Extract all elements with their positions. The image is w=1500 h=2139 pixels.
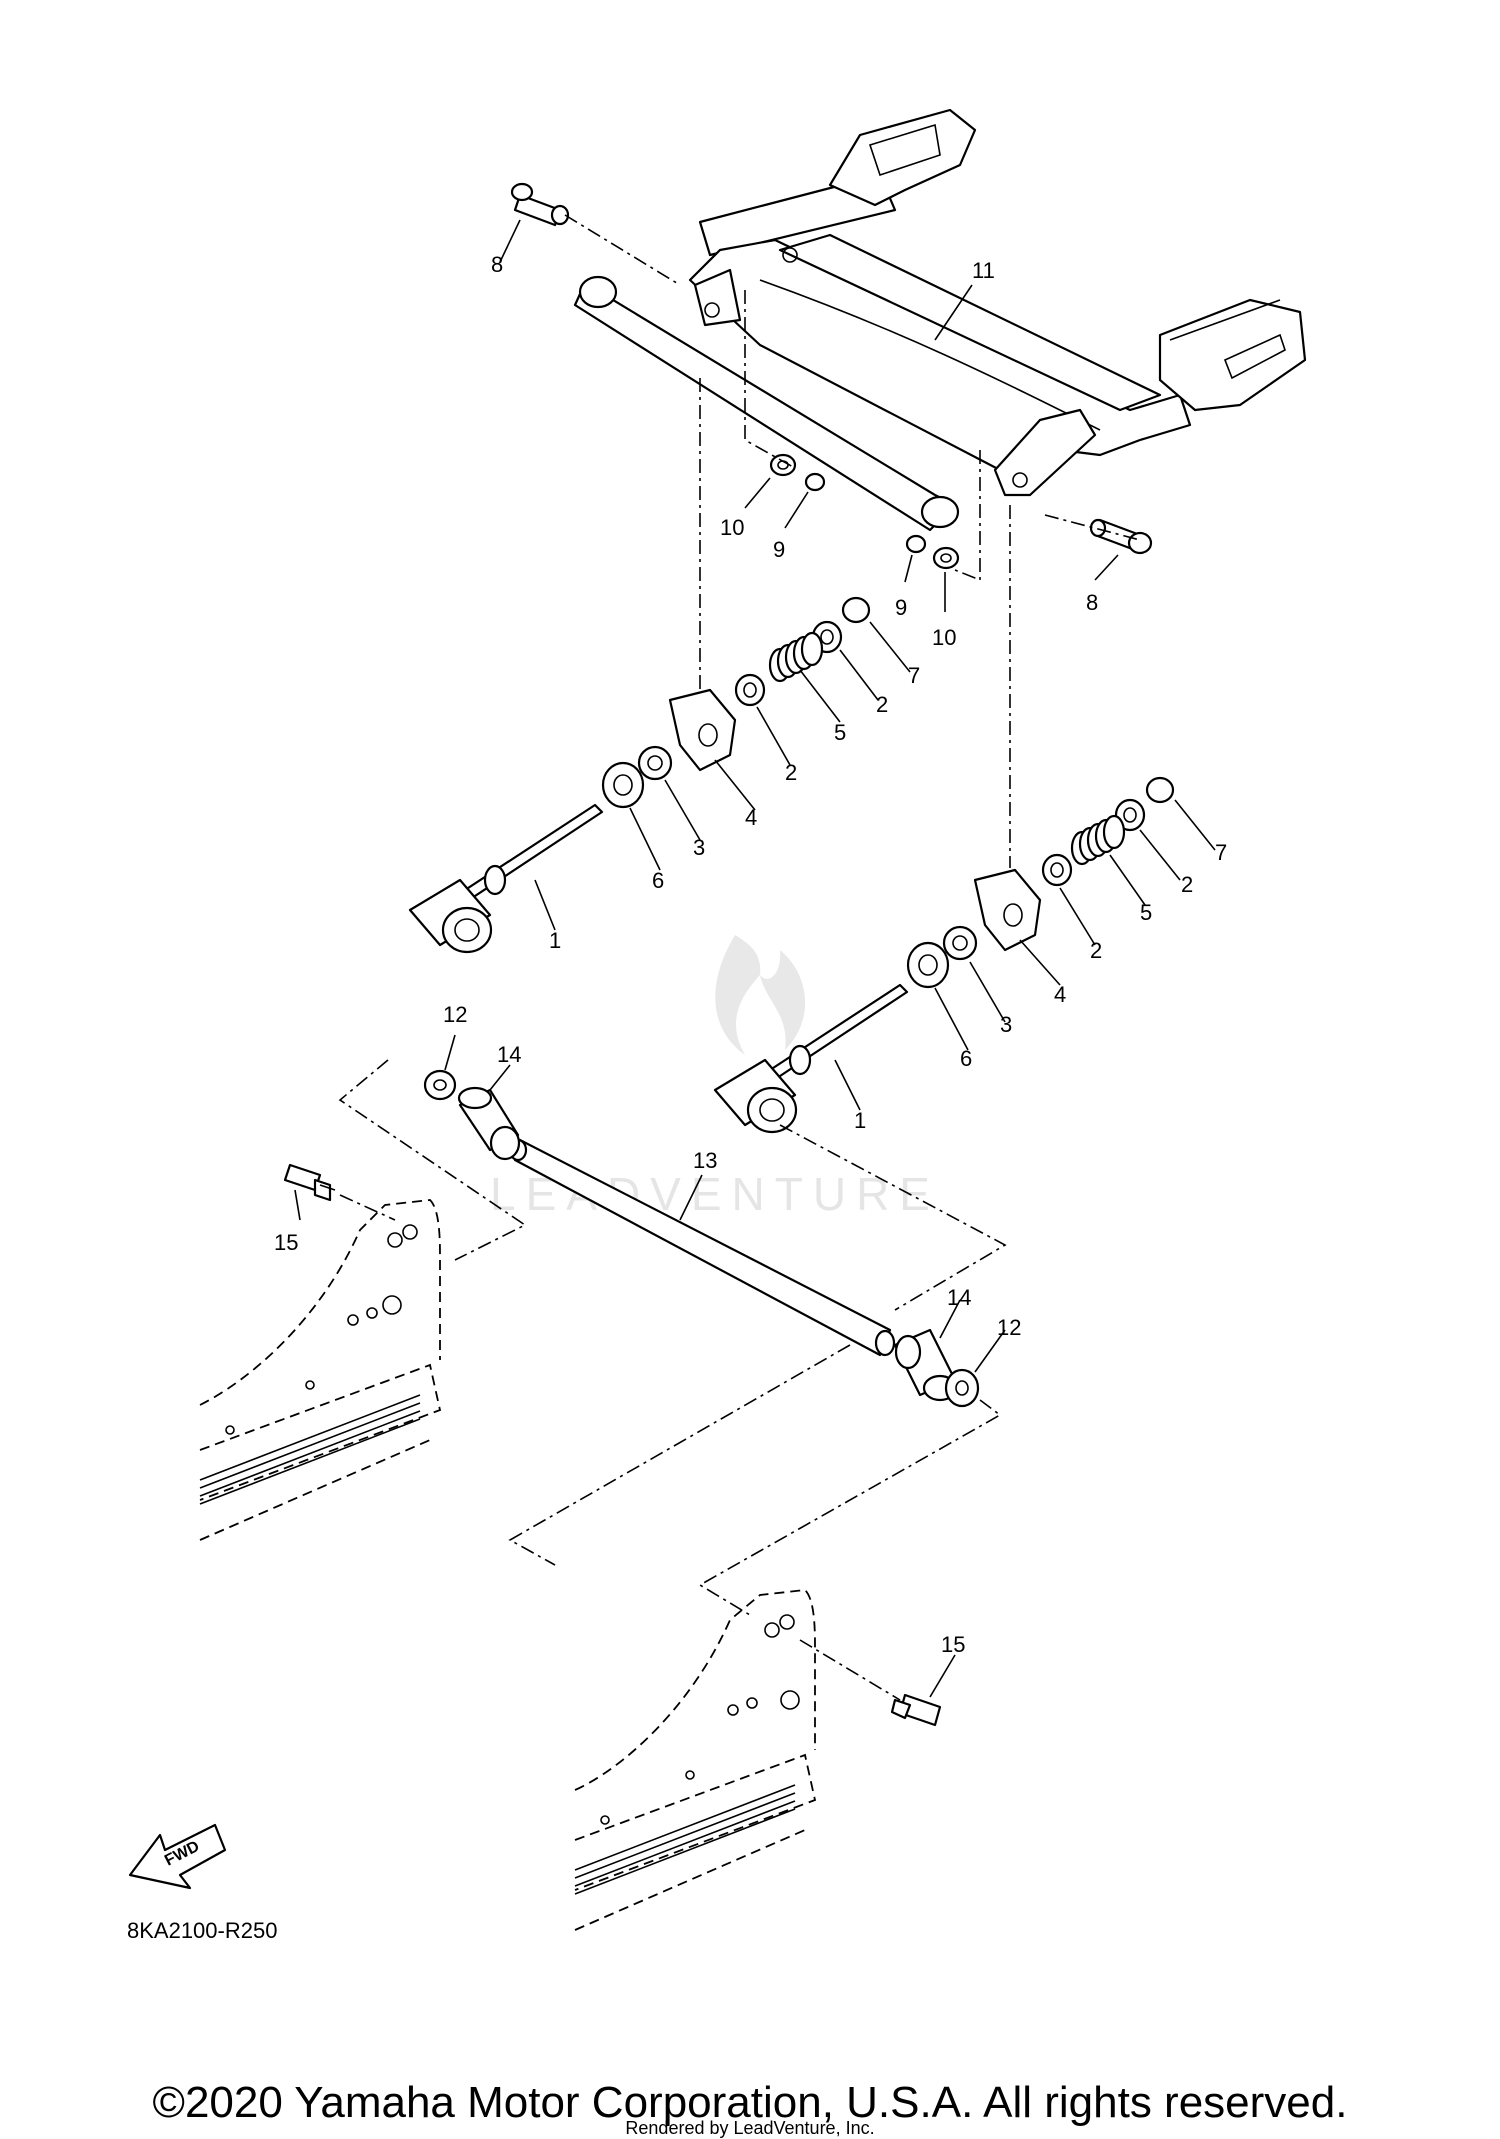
side-frame-left xyxy=(199,1199,442,1541)
callout-2: 2 xyxy=(1181,872,1193,897)
spring-5-upper xyxy=(768,631,824,683)
upper-bracket xyxy=(828,108,977,207)
block-4-lower xyxy=(973,868,1042,952)
callout-1: 1 xyxy=(854,1108,866,1133)
callout-7: 7 xyxy=(1215,840,1227,865)
washer-10-left xyxy=(769,453,797,477)
rendered-by: Rendered by LeadVenture, Inc. xyxy=(625,2118,875,2138)
rear-arm-assembly xyxy=(573,108,1307,532)
rod-group-lower xyxy=(713,776,1175,1134)
callout-4: 4 xyxy=(1054,982,1066,1007)
callout-15: 15 xyxy=(941,1632,965,1657)
callout-3: 3 xyxy=(1000,1012,1012,1037)
right-bracket xyxy=(1158,298,1307,412)
pivot-bolt-left xyxy=(510,182,570,227)
leader-lines xyxy=(294,219,1216,1698)
callout-4: 4 xyxy=(745,805,757,830)
washer-10-right xyxy=(932,546,960,570)
washer-12-left xyxy=(423,1069,457,1101)
rod-group-upper xyxy=(408,596,871,954)
callout-12: 12 xyxy=(443,1002,467,1027)
callout-12: 12 xyxy=(997,1315,1021,1340)
washer-12-right xyxy=(944,1368,980,1408)
collar-14-right xyxy=(893,1328,958,1402)
assembly-lines xyxy=(338,214,1141,1701)
copyright-notice: ©2020 Yamaha Motor Corporation, U.S.A. A… xyxy=(152,2078,1348,2127)
pivot-bolt-right xyxy=(1089,518,1153,555)
callout-11: 11 xyxy=(972,258,995,283)
callout-8: 8 xyxy=(491,252,503,277)
callouts: 8 11 10 9 8 9 10 7 2 5 2 4 3 6 1 7 2 5 2… xyxy=(274,252,1227,1657)
callout-9: 9 xyxy=(773,537,785,562)
block-4-upper xyxy=(668,688,737,772)
spring-5-lower xyxy=(1070,814,1126,866)
callout-14: 14 xyxy=(947,1285,971,1310)
callout-3: 3 xyxy=(693,835,705,860)
cross-plate xyxy=(688,238,1192,472)
callout-1: 1 xyxy=(549,928,561,953)
callout-9: 9 xyxy=(895,595,907,620)
callout-5: 5 xyxy=(834,720,846,745)
clip-9-right xyxy=(905,534,927,554)
callout-2: 2 xyxy=(876,692,888,717)
callout-2: 2 xyxy=(785,760,797,785)
callout-2: 2 xyxy=(1090,938,1102,963)
callout-7: 7 xyxy=(908,663,920,688)
watermark-flame-icon xyxy=(715,935,806,1055)
fwd-arrow-icon: FWD xyxy=(128,1823,227,1890)
callout-15: 15 xyxy=(274,1230,298,1255)
callout-6: 6 xyxy=(960,1046,972,1071)
callout-10: 10 xyxy=(720,515,744,540)
callout-14: 14 xyxy=(497,1042,521,1067)
collar-14-left xyxy=(457,1086,521,1161)
diagram-code: 8KA2100-R250 xyxy=(127,1918,277,1943)
clip-9-left xyxy=(804,472,826,492)
callout-5: 5 xyxy=(1140,900,1152,925)
callout-6: 6 xyxy=(652,868,664,893)
callout-13: 13 xyxy=(693,1148,717,1173)
callout-8: 8 xyxy=(1086,590,1098,615)
bolt-15-lower xyxy=(890,1693,942,1727)
bolt-15-upper xyxy=(283,1163,336,1202)
side-frame-right xyxy=(574,1589,817,1931)
callout-10: 10 xyxy=(932,625,956,650)
